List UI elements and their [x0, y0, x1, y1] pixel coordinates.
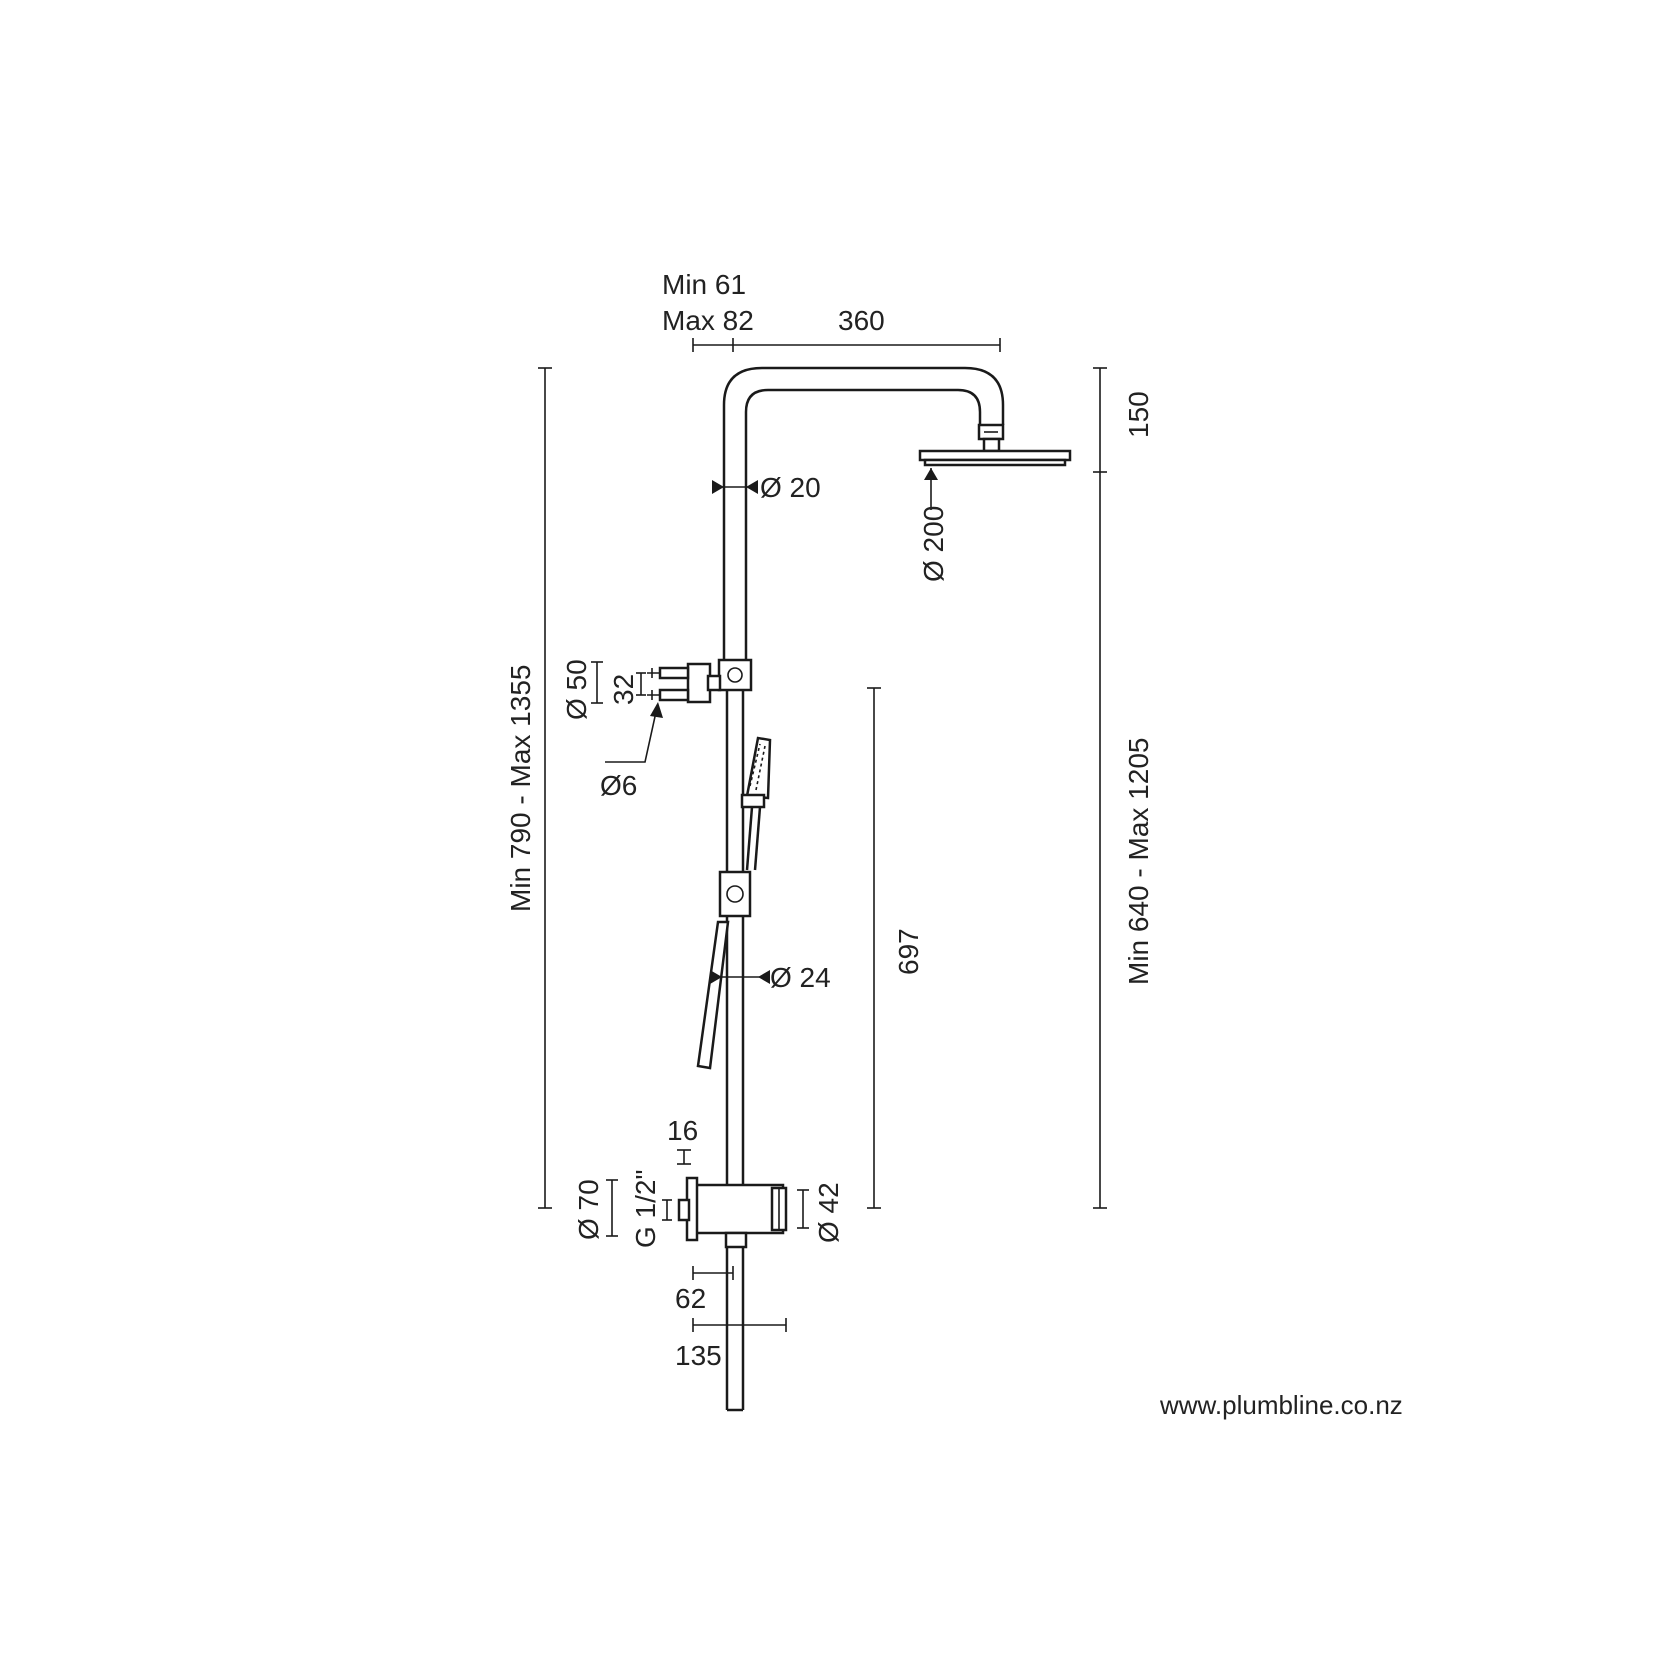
- arm-offset-min-label: Min 61: [662, 269, 746, 300]
- dimension-total-height: [538, 367, 552, 1209]
- dimension-inlet-depth: [677, 1149, 691, 1165]
- head-height-label: Min 640 - Max 1205: [1123, 738, 1154, 985]
- mixer-diameter-label: Ø 70: [573, 1179, 604, 1240]
- hand-shower-diameter-label: Ø 24: [770, 962, 831, 993]
- dimension-holder: [591, 661, 646, 704]
- hand-shower-height-label: 697: [893, 928, 924, 975]
- dimension-head-diameter: [924, 468, 938, 510]
- hand-shower-handle: [696, 920, 730, 1070]
- dimension-hand-shower-height: [867, 687, 881, 1209]
- hand-shower-slider: [718, 870, 752, 918]
- riser-diameter-label: Ø 20: [760, 472, 821, 503]
- spout-projection-label: 62: [675, 1283, 706, 1314]
- dimension-arm: [692, 338, 1001, 352]
- arm-offset-max-label: Max 82: [662, 305, 754, 336]
- head-diameter-label: Ø 200: [918, 506, 949, 582]
- website-url: www.plumbline.co.nz: [1159, 1390, 1403, 1420]
- dimension-head-height: [1093, 472, 1107, 1209]
- dimension-hand-shower-diameter: [710, 970, 770, 984]
- dimension-spout-projection: [692, 1266, 734, 1280]
- dimension-mixer-projection: [692, 1318, 787, 1332]
- holder-spacing-label: 32: [608, 674, 639, 705]
- mixer-projection-label: 135: [675, 1340, 722, 1371]
- total-height-label: Min 790 - Max 1355: [505, 665, 536, 912]
- dimension-riser-diameter: [712, 480, 758, 494]
- dimension-mixer-body: [797, 1189, 809, 1229]
- wall-holder: [647, 662, 722, 704]
- riser-coupling: [717, 658, 753, 692]
- head-drop-label: 150: [1123, 391, 1154, 438]
- holder-diameter-label: Ø 50: [561, 659, 592, 720]
- mixer-body-diameter-label: Ø 42: [813, 1182, 844, 1243]
- inlet-thread-label: G 1/2": [630, 1170, 661, 1248]
- inlet-depth-label: 16: [667, 1115, 698, 1146]
- shower-head: [918, 423, 1072, 467]
- holder-pin-label: Ø6: [600, 770, 637, 801]
- hand-shower: [740, 736, 772, 871]
- thermostatic-mixer: [677, 1176, 788, 1412]
- dimension-head-drop: [1093, 367, 1107, 473]
- dimension-holder-pin: [605, 702, 663, 763]
- dimension-mixer-diameter: [606, 1179, 672, 1237]
- arm-length-label: 360: [838, 305, 885, 336]
